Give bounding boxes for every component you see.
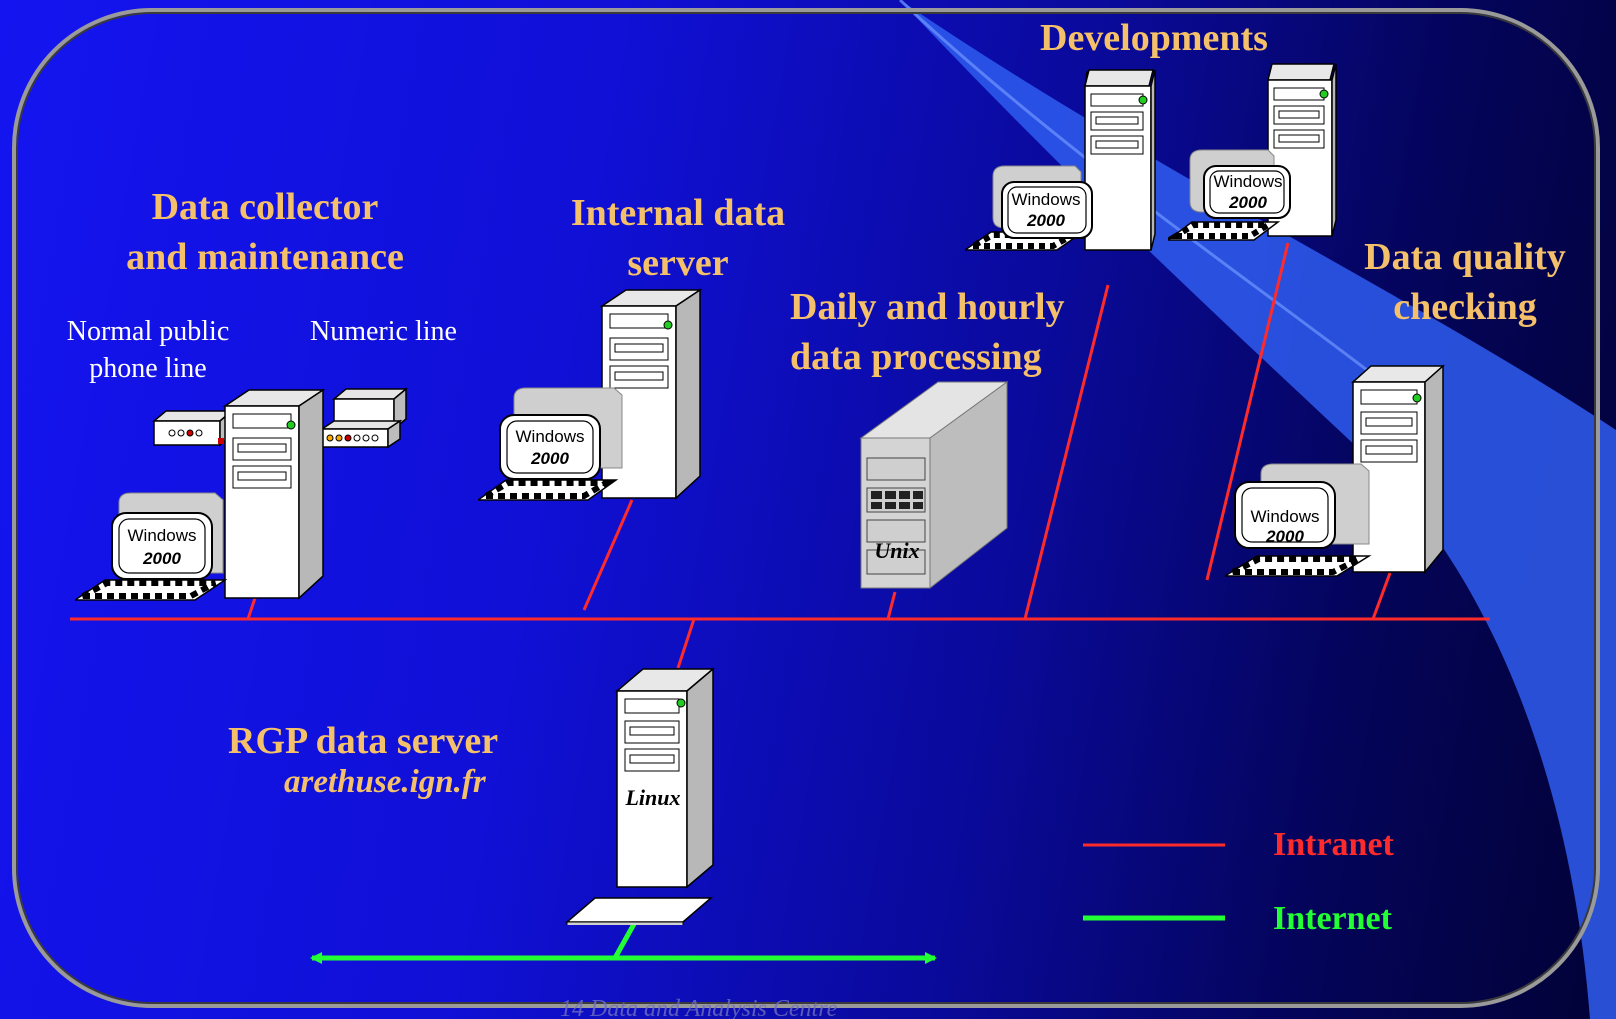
monitor-os-version: 2000 — [1265, 527, 1304, 546]
slide-footer: 14 Data and Analysis Centre — [560, 996, 838, 1019]
developments-title: Developments — [1040, 17, 1268, 59]
rounded-frame — [12, 8, 1600, 1008]
rgp-hostname: arethuse.ign.fr — [284, 764, 486, 800]
rgp-title: RGP data server — [228, 720, 499, 762]
numeric-line-label: Numeric line — [310, 316, 457, 347]
phone-line-label: Normal public phone line — [66, 316, 230, 384]
keyboard — [478, 479, 619, 501]
monitor: Windows 2000 — [1234, 463, 1370, 549]
dev-workstation-1: Windows 2000 — [965, 69, 1156, 251]
unix-server: Unix — [859, 381, 1009, 590]
tower — [222, 388, 326, 600]
internal-server-title: Internal data server — [570, 192, 786, 284]
monitor: Windows 2000 — [499, 387, 623, 480]
intranet-drop-unix — [886, 591, 897, 620]
processing-title: Daily and hourly data processing — [790, 286, 1065, 378]
monitor: Windows 2000 — [111, 492, 224, 580]
collector-title: Data collector and maintenance — [126, 186, 404, 278]
numeric-modem — [319, 387, 409, 449]
intranet-drop-dev2 — [1205, 242, 1290, 581]
internal-server-workstation: Windows 2000 — [478, 288, 703, 501]
monitor-os-label: Windows — [516, 427, 585, 446]
linux-os-label: Linux — [624, 785, 680, 810]
quality-title: Data quality checking — [1364, 236, 1566, 328]
keyboard — [1225, 555, 1372, 577]
legend-intranet-label: Intranet — [1273, 826, 1394, 863]
intranet-drop-dev1 — [1023, 284, 1110, 620]
monitor-os-version: 2000 — [1228, 193, 1267, 212]
monitor-os-label: Windows — [128, 526, 197, 545]
quality-workstation: Windows 2000 — [1225, 364, 1445, 577]
dev-workstation-2: Windows 2000 — [1168, 63, 1337, 241]
collector-workstation: Windows 2000 — [75, 388, 326, 601]
rgp-linux-server: Linux — [565, 667, 716, 925]
unix-os-label: Unix — [874, 538, 919, 563]
monitor-os-version: 2000 — [530, 449, 569, 468]
keyboard — [75, 579, 228, 601]
monitor-os-label: Windows — [1251, 507, 1320, 526]
intranet-drop-collector — [246, 597, 257, 620]
intranet-drop-internal — [582, 499, 634, 611]
monitor-os-label: Windows — [1214, 172, 1283, 191]
monitor-os-label: Windows — [1012, 190, 1081, 209]
monitor-os-version: 2000 — [1026, 211, 1065, 230]
intranet-drop-quality — [1371, 572, 1392, 620]
intranet-drop-rgp — [676, 618, 696, 669]
legend-internet-label: Internet — [1273, 900, 1392, 937]
monitor-os-version: 2000 — [142, 549, 181, 568]
